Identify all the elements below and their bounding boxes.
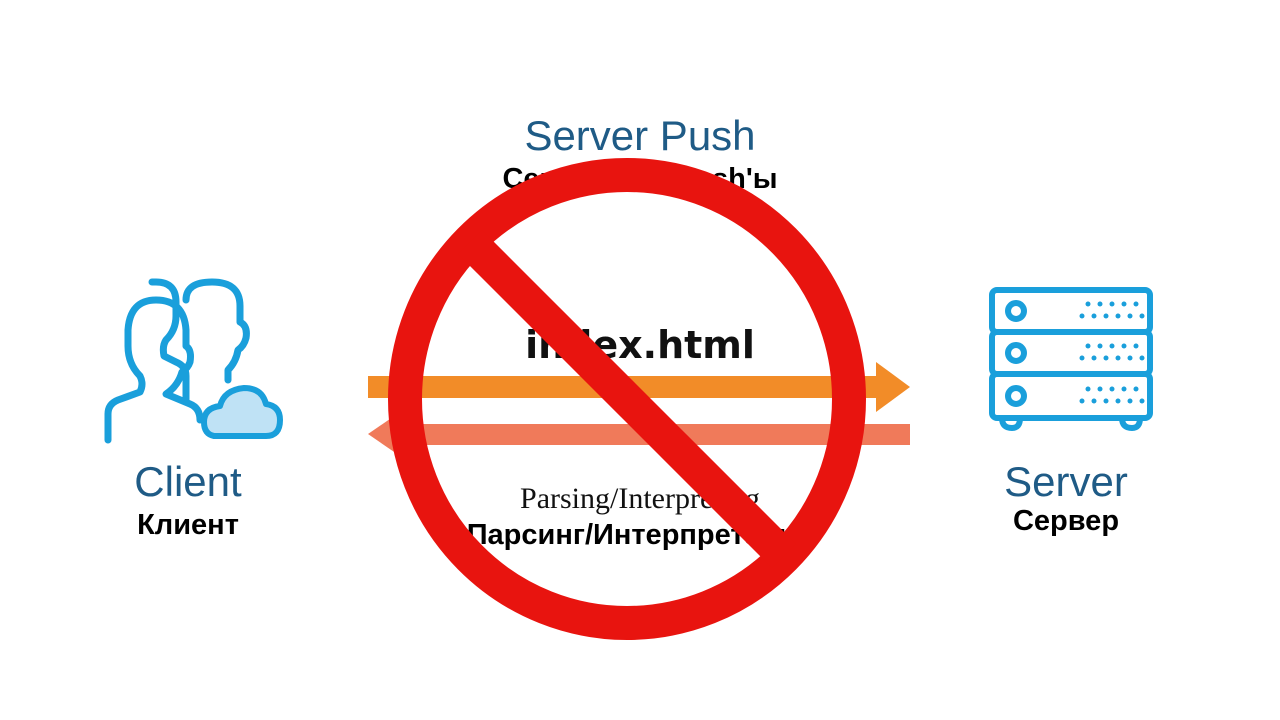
diagram-title: Server Push: [524, 112, 756, 159]
client-label-translation: Клиент: [137, 509, 239, 541]
client-label: Client: [134, 458, 242, 505]
server-label: Server: [1004, 458, 1128, 505]
server-label-translation: Сервер: [1012, 505, 1120, 537]
